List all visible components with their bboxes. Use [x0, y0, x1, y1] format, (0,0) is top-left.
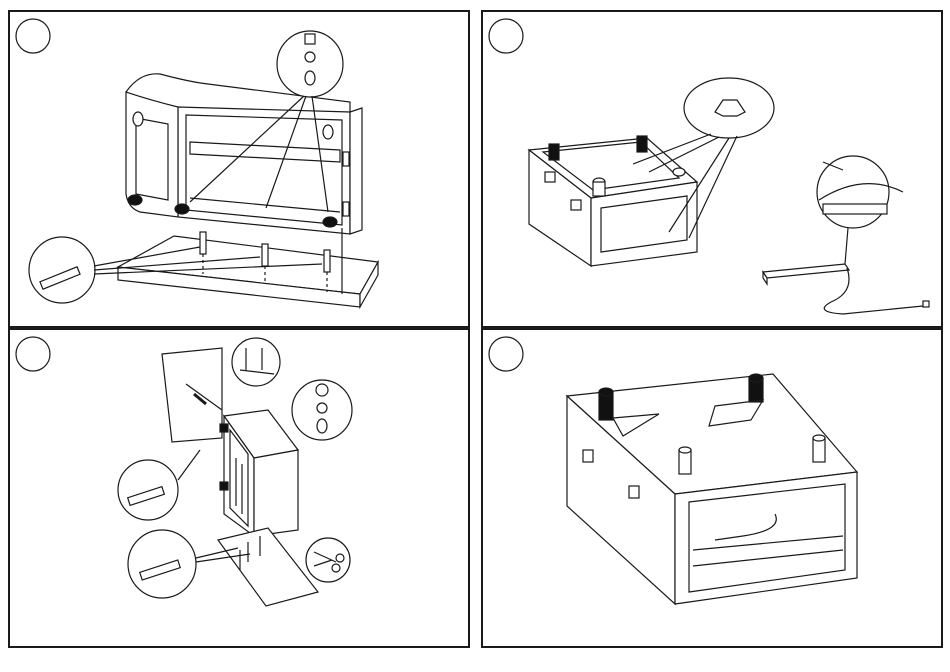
dowel-detail-callout-upper: [118, 450, 200, 520]
step-2-circle: [489, 19, 523, 53]
step-3-illustration: [10, 330, 468, 646]
finished-cabinet: [567, 374, 857, 604]
door-panel: [162, 348, 222, 442]
step-3-circle: [16, 337, 50, 371]
screw-detail-callout: [232, 338, 280, 386]
hardware-detail-callout: [292, 380, 352, 440]
step-4-circle: [489, 337, 523, 371]
cabinet-body: [220, 410, 298, 536]
step-panel-3: [8, 328, 470, 648]
led-strip: [763, 264, 929, 314]
cabinet-box: [529, 136, 697, 266]
base-slab: [218, 528, 318, 606]
step-1-illustration: [10, 12, 468, 326]
adhesive-tape-callout: [817, 156, 903, 264]
step-2-illustration: [483, 12, 941, 326]
step-panel-1: [8, 10, 470, 328]
step-panel-2: [481, 10, 943, 328]
scissors-callout: [306, 538, 350, 582]
step-1-circle: [16, 19, 50, 53]
cabinet-body: [126, 74, 362, 234]
step-4-illustration: [483, 330, 941, 646]
step-panel-4: [481, 328, 943, 648]
